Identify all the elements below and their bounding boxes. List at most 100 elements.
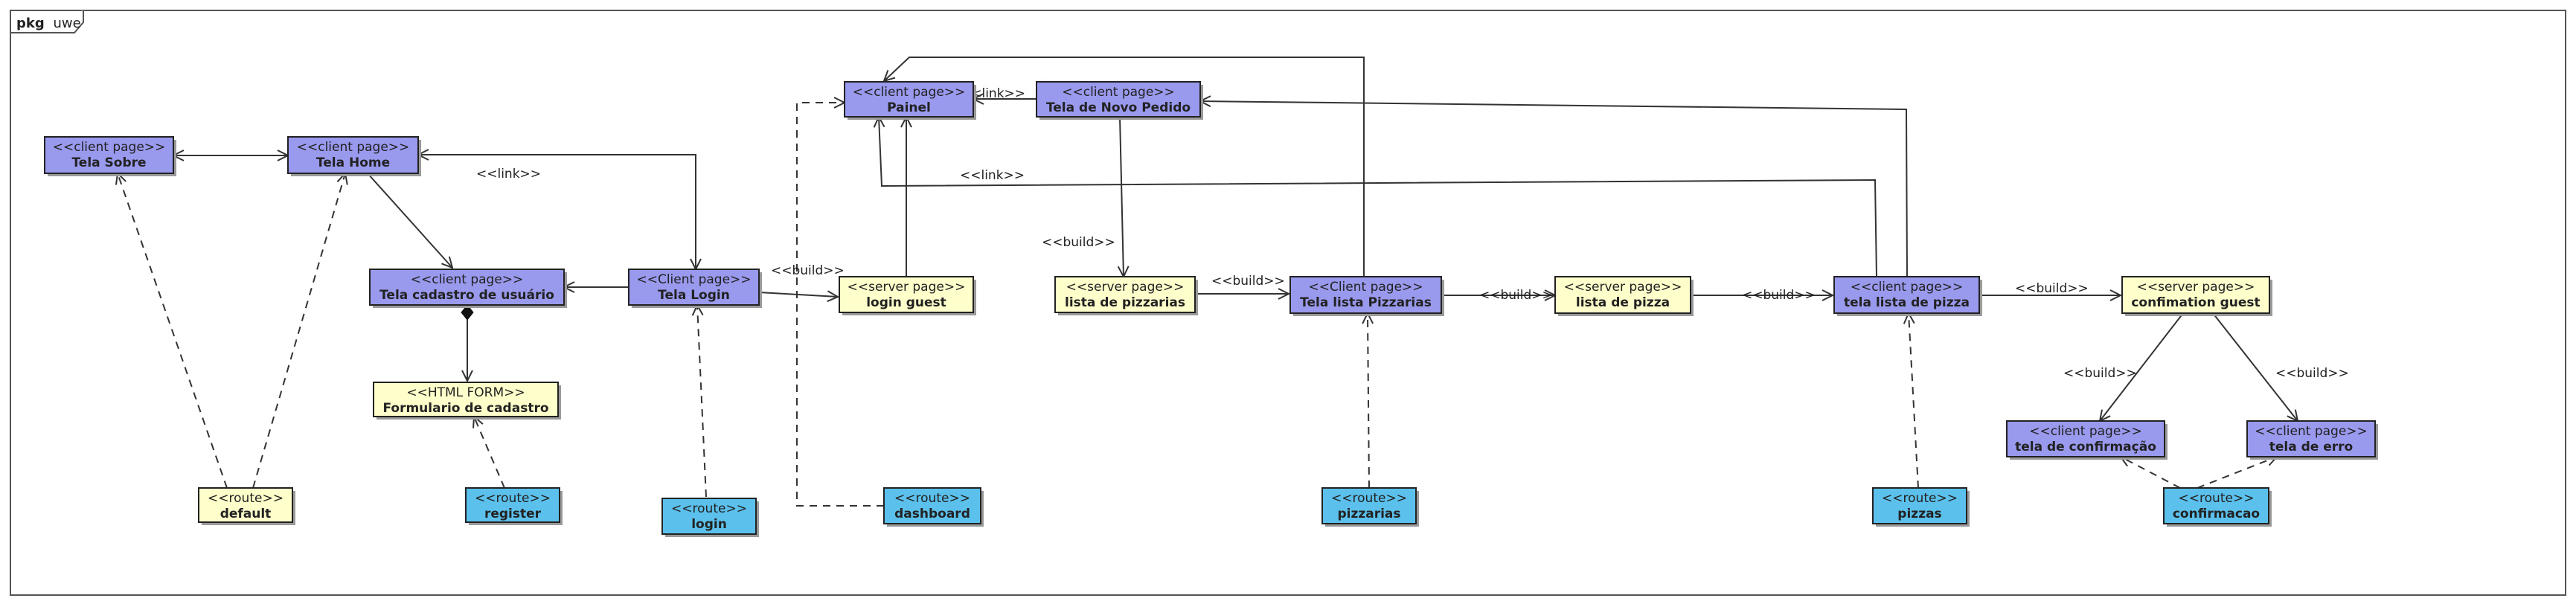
node-route-login: <<route>>login: [661, 498, 759, 537]
node-route-pizzas: <<route>>pizzas: [1872, 487, 1970, 527]
node-confirmation-guest-box: [2121, 276, 2270, 314]
node-route-pizzas-name: pizzas: [1897, 507, 1941, 521]
node-route-dashboard-stereotype: <<route>>: [894, 491, 970, 506]
node-tela-cadastro-stereotype: <<client page>>: [411, 272, 524, 287]
edge-label-build-login-loginguest: <<build>>: [771, 263, 845, 278]
node-painel-box: [844, 81, 974, 118]
node-tela-sobre: <<client page>>Tela Sobre: [44, 136, 176, 176]
node-lista-pizza-name: lista de pizza: [1576, 295, 1670, 310]
node-login-guest-stereotype: <<server page>>: [848, 280, 966, 295]
node-tela-home-box: [287, 136, 419, 174]
node-novo-pedido-stereotype: <<client page>>: [1062, 85, 1175, 100]
node-route-login-box: [661, 498, 757, 535]
edge-novopedido-listapizzarias: [1120, 116, 1124, 277]
edge-label-link-novopedido-painel: <<link>>: [961, 86, 1025, 101]
node-lista-pizzarias-stereotype: <<server page>>: [1066, 280, 1185, 295]
edge-default-telasobre: [118, 173, 228, 489]
node-tela-lista-pizza-stereotype: <<client page>>: [1851, 280, 1964, 295]
node-novo-pedido-name: Tela de Novo Pedido: [1046, 100, 1191, 115]
edge-confirmacao-telaconfirmacao: [2121, 457, 2181, 489]
node-route-register-box: [465, 487, 560, 523]
node-tela-lista-pizzarias-name: Tela lista Pizzarias: [1300, 295, 1432, 310]
node-tela-login: <<Client page>>Tela Login: [628, 269, 762, 308]
edge-pizzas-telalistapizza: [1909, 313, 1919, 489]
node-painel: <<client page>>Painel: [844, 81, 976, 120]
node-formulario-stereotype: <<HTML FORM>>: [406, 385, 525, 400]
edges: [118, 57, 2298, 507]
node-tela-lista-pizzarias: <<Client page>>Tela lista Pizzarias: [1289, 276, 1444, 316]
node-lista-pizzarias-name: lista de pizzarias: [1065, 295, 1185, 310]
node-tela-cadastro-name: Tela cadastro de usuário: [379, 288, 554, 303]
node-tela-erro: <<client page>>tela de erro: [2246, 420, 2378, 460]
edge-label-build-listapizza-telalistapizza: <<build>>: [1742, 288, 1816, 303]
node-tela-confirmacao-box: [2006, 420, 2165, 457]
node-confirmation-guest: <<server page>>confimation guest: [2121, 276, 2272, 316]
node-formulario-name: Formulario de cadastro: [382, 401, 548, 416]
node-route-dashboard-box: [883, 487, 981, 524]
node-route-pizzarias-box: [1321, 487, 1417, 524]
edge-telalistapizzarias-painel: [884, 57, 1365, 277]
edge-label-build-confirmation-telaconfirmacao: <<build>>: [2063, 366, 2137, 381]
node-formulario: <<HTML FORM>>Formulario de cadastro: [373, 382, 561, 420]
node-tela-lista-pizzarias-stereotype: <<Client page>>: [1308, 280, 1423, 295]
node-tela-lista-pizza-box: [1833, 276, 1980, 314]
node-route-confirmacao: <<route>>confirmacao: [2163, 487, 2272, 527]
node-tela-cadastro: <<client page>>Tela cadastro de usuário: [369, 269, 567, 308]
node-novo-pedido-box: [1036, 81, 1201, 118]
edge-label-link-home-login: <<link>>: [476, 167, 541, 181]
node-lista-pizza: <<server page>>lista de pizza: [1554, 276, 1694, 316]
node-tela-home-stereotype: <<client page>>: [297, 140, 410, 155]
node-route-pizzas-stereotype: <<route>>: [1882, 491, 1958, 506]
edge-label-build-listapizzarias-telalistapizzarias: <<build>>: [1211, 274, 1285, 289]
node-tela-lista-pizza: <<client page>>tela lista de pizza: [1833, 276, 1982, 316]
edge-pizzarias-telalistapizzarias: [1368, 313, 1369, 489]
node-route-confirmacao-name: confirmacao: [2173, 507, 2260, 521]
node-lista-pizzarias: <<server page>>lista de pizzarias: [1054, 276, 1198, 315]
edge-labels: <<link>> <<link>> <<link>> <<build>> <<b…: [476, 86, 2349, 381]
svg-text:pkg uwe: pkg uwe: [16, 16, 81, 31]
package-name: uwe: [53, 16, 80, 31]
edge-telalistapizza-novopedido: [1200, 101, 1908, 277]
node-route-pizzas-box: [1872, 487, 1967, 524]
node-tela-home-name: Tela Home: [316, 155, 390, 170]
edge-telalistapizza-painel: [879, 117, 1877, 277]
node-tela-erro-box: [2246, 420, 2376, 457]
node-tela-login-stereotype: <<Client page>>: [636, 272, 751, 287]
node-tela-sobre-box: [44, 136, 174, 174]
node-tela-confirmacao-name: tela de confirmação: [2015, 440, 2156, 454]
node-route-register: <<route>>register: [465, 487, 563, 525]
edge-label-build-novopedido-listapizzarias: <<build>>: [1042, 235, 1115, 250]
edge-confirmation-telaconfirmacao: [2100, 312, 2184, 421]
node-route-login-stereotype: <<route>>: [671, 501, 747, 516]
node-route-confirmacao-stereotype: <<route>>: [2179, 491, 2255, 506]
edge-label-build-telalistapizzarias-listapizza: <<build>>: [1479, 288, 1553, 303]
node-tela-confirmacao-stereotype: <<client page>>: [2029, 424, 2142, 439]
node-confirmation-guest-stereotype: <<server page>>: [2137, 280, 2255, 295]
node-route-default-stereotype: <<route>>: [208, 491, 283, 506]
node-login-guest-name: login guest: [866, 295, 946, 310]
node-route-default-box: [198, 487, 293, 523]
node-login-guest-box: [839, 276, 974, 313]
node-tela-sobre-stereotype: <<client page>>: [53, 140, 166, 155]
edge-default-telahome: [252, 173, 345, 489]
node-tela-lista-pizzarias-box: [1289, 276, 1442, 314]
node-tela-confirmacao: <<client page>>tela de confirmação: [2006, 420, 2168, 460]
edge-dashboard-painel: [796, 103, 884, 507]
node-confirmation-guest-name: confimation guest: [2131, 295, 2260, 310]
edge-login-loginguest: [758, 292, 838, 297]
node-tela-lista-pizza-name: tela lista de pizza: [1844, 295, 1970, 310]
node-route-default: <<route>>default: [198, 487, 295, 525]
edge-confirmation-telaerro: [2212, 312, 2298, 421]
node-tela-cadastro-box: [369, 269, 565, 306]
node-formulario-box: [373, 382, 559, 417]
node-route-pizzarias-stereotype: <<route>>: [1331, 491, 1407, 506]
node-tela-login-box: [628, 269, 760, 306]
node-route-confirmacao-box: [2163, 487, 2269, 524]
node-route-login-name: login: [691, 517, 727, 532]
node-novo-pedido: <<client page>>Tela de Novo Pedido: [1036, 81, 1203, 120]
nodes: <<client page>>Tela Sobre <<client page>…: [44, 81, 2378, 537]
node-route-dashboard-name: dashboard: [894, 507, 970, 521]
node-lista-pizza-stereotype: <<server page>>: [1564, 280, 1682, 295]
node-route-register-stereotype: <<route>>: [475, 491, 551, 506]
